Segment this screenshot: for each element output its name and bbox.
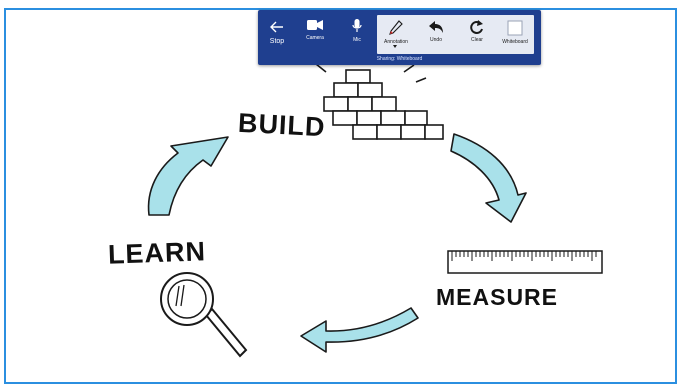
undo-button[interactable]: Undo: [421, 15, 451, 59]
ruler-drawing: [447, 250, 603, 274]
mic-label: Mic: [353, 37, 361, 43]
refresh-icon: [470, 20, 483, 34]
clear-label: Clear: [471, 37, 483, 43]
whiteboard-label: Whiteboard: [502, 39, 528, 45]
camera-icon: [307, 20, 323, 30]
microphone-icon: [352, 19, 362, 32]
arrow-left-icon: [270, 21, 283, 33]
camera-button[interactable]: Camera: [300, 10, 330, 54]
build-label: BUILD: [237, 107, 327, 143]
annotation-caret-icon: [393, 45, 397, 48]
measure-label: MEASURE: [436, 284, 559, 310]
cycle-arrow-build-to-measure: [450, 133, 527, 223]
learn-label: LEARN: [107, 236, 207, 270]
sharing-status: Sharing: Whiteboard: [376, 56, 423, 62]
brick-wall-drawing: [315, 53, 444, 140]
cycle-arrow-learn-to-build: [147, 136, 229, 216]
magnifying-glass-drawing: [160, 272, 248, 358]
cycle-arrow-measure-to-learn: [300, 307, 419, 353]
pen-icon: [389, 20, 403, 35]
stop-button[interactable]: Stop: [260, 10, 294, 54]
whiteboard-canvas[interactable]: BUILD MEASURE LEARN: [4, 8, 677, 384]
annotation-button[interactable]: Annotation: [379, 15, 413, 59]
annotation-panel: Annotation Undo Clear Whiteboard: [377, 15, 534, 54]
stop-label: Stop: [269, 38, 285, 45]
camera-label: Camera: [306, 35, 324, 41]
undo-icon: [429, 21, 443, 33]
mic-button[interactable]: Mic: [344, 10, 370, 54]
whiteboard-button[interactable]: Whiteboard: [497, 15, 533, 59]
annotation-label: Annotation: [384, 39, 408, 45]
clear-button[interactable]: Clear: [462, 15, 492, 59]
whiteboard-icon: [507, 20, 523, 36]
whiteboard-drawing: [147, 53, 603, 358]
sharing-toolbar: Stop Camera Mic Annotation: [258, 10, 541, 65]
undo-label: Undo: [430, 37, 442, 43]
